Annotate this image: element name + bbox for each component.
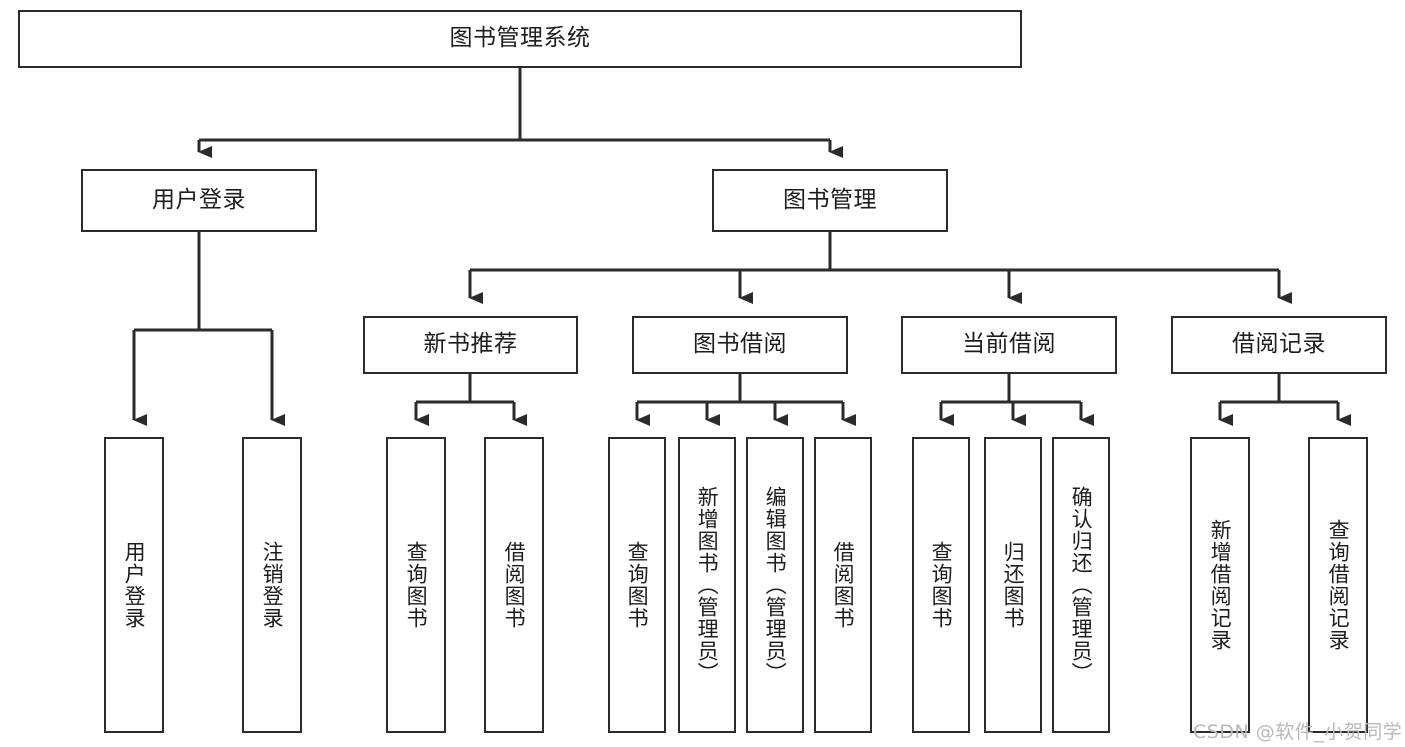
node-book-borrow-label: 图书借阅 [693,331,787,358]
leaf-query-book-new-label: 查询图书 [404,541,429,629]
leaf-query-book-new[interactable]: 查询图书 [386,437,446,733]
leaf-return-book-label: 归还图书 [1001,541,1026,629]
node-borrow-record[interactable]: 借阅记录 [1171,316,1387,374]
node-borrow-record-label: 借阅记录 [1232,331,1326,358]
node-new-book-recommend-label: 新书推荐 [423,331,518,358]
node-root-label: 图书管理系统 [449,25,591,52]
leaf-query-book-current-label: 查询图书 [929,541,954,629]
node-book-borrow[interactable]: 图书借阅 [632,316,848,374]
leaf-borrow-book-new-label: 借阅图书 [502,541,527,629]
leaf-logout[interactable]: 注销登录 [242,437,302,733]
node-current-borrow-label: 当前借阅 [962,331,1056,358]
leaf-logout-label: 注销登录 [260,541,285,629]
leaf-user-login-label: 用户登录 [122,541,147,629]
leaf-borrow-book-new[interactable]: 借阅图书 [484,437,544,733]
leaf-confirm-return-admin[interactable]: 确认归还（管理员） [1052,437,1110,733]
leaf-borrow-book-label: 借阅图书 [831,541,856,629]
node-user-login[interactable]: 用户登录 [81,169,317,232]
leaf-user-login[interactable]: 用户登录 [104,437,164,733]
leaf-query-borrow-record-label: 查询借阅记录 [1326,519,1351,651]
leaf-confirm-return-admin-label: 确认归还（管理员） [1069,486,1094,684]
leaf-query-book-borrow[interactable]: 查询图书 [608,437,666,733]
leaf-query-book-current[interactable]: 查询图书 [912,437,970,733]
node-user-login-label: 用户登录 [152,186,246,213]
leaf-add-borrow-record-label: 新增借阅记录 [1208,519,1233,651]
watermark: CSDN @软件_小贺同学 [1193,721,1403,743]
leaf-query-borrow-record[interactable]: 查询借阅记录 [1308,437,1368,733]
leaf-add-book-admin[interactable]: 新增图书（管理员） [678,437,736,733]
leaf-edit-book-admin[interactable]: 编辑图书（管理员） [746,437,804,733]
node-book-management-label: 图书管理 [783,186,877,213]
node-current-borrow[interactable]: 当前借阅 [901,316,1117,374]
leaf-edit-book-admin-label: 编辑图书（管理员） [763,486,788,684]
leaf-return-book[interactable]: 归还图书 [984,437,1042,733]
leaf-add-book-admin-label: 新增图书（管理员） [695,486,720,684]
leaf-borrow-book[interactable]: 借阅图书 [814,437,872,733]
leaf-query-book-borrow-label: 查询图书 [625,541,650,629]
node-new-book-recommend[interactable]: 新书推荐 [363,316,578,374]
node-root[interactable]: 图书管理系统 [18,10,1022,68]
node-book-management[interactable]: 图书管理 [712,169,948,232]
leaf-add-borrow-record[interactable]: 新增借阅记录 [1190,437,1250,733]
